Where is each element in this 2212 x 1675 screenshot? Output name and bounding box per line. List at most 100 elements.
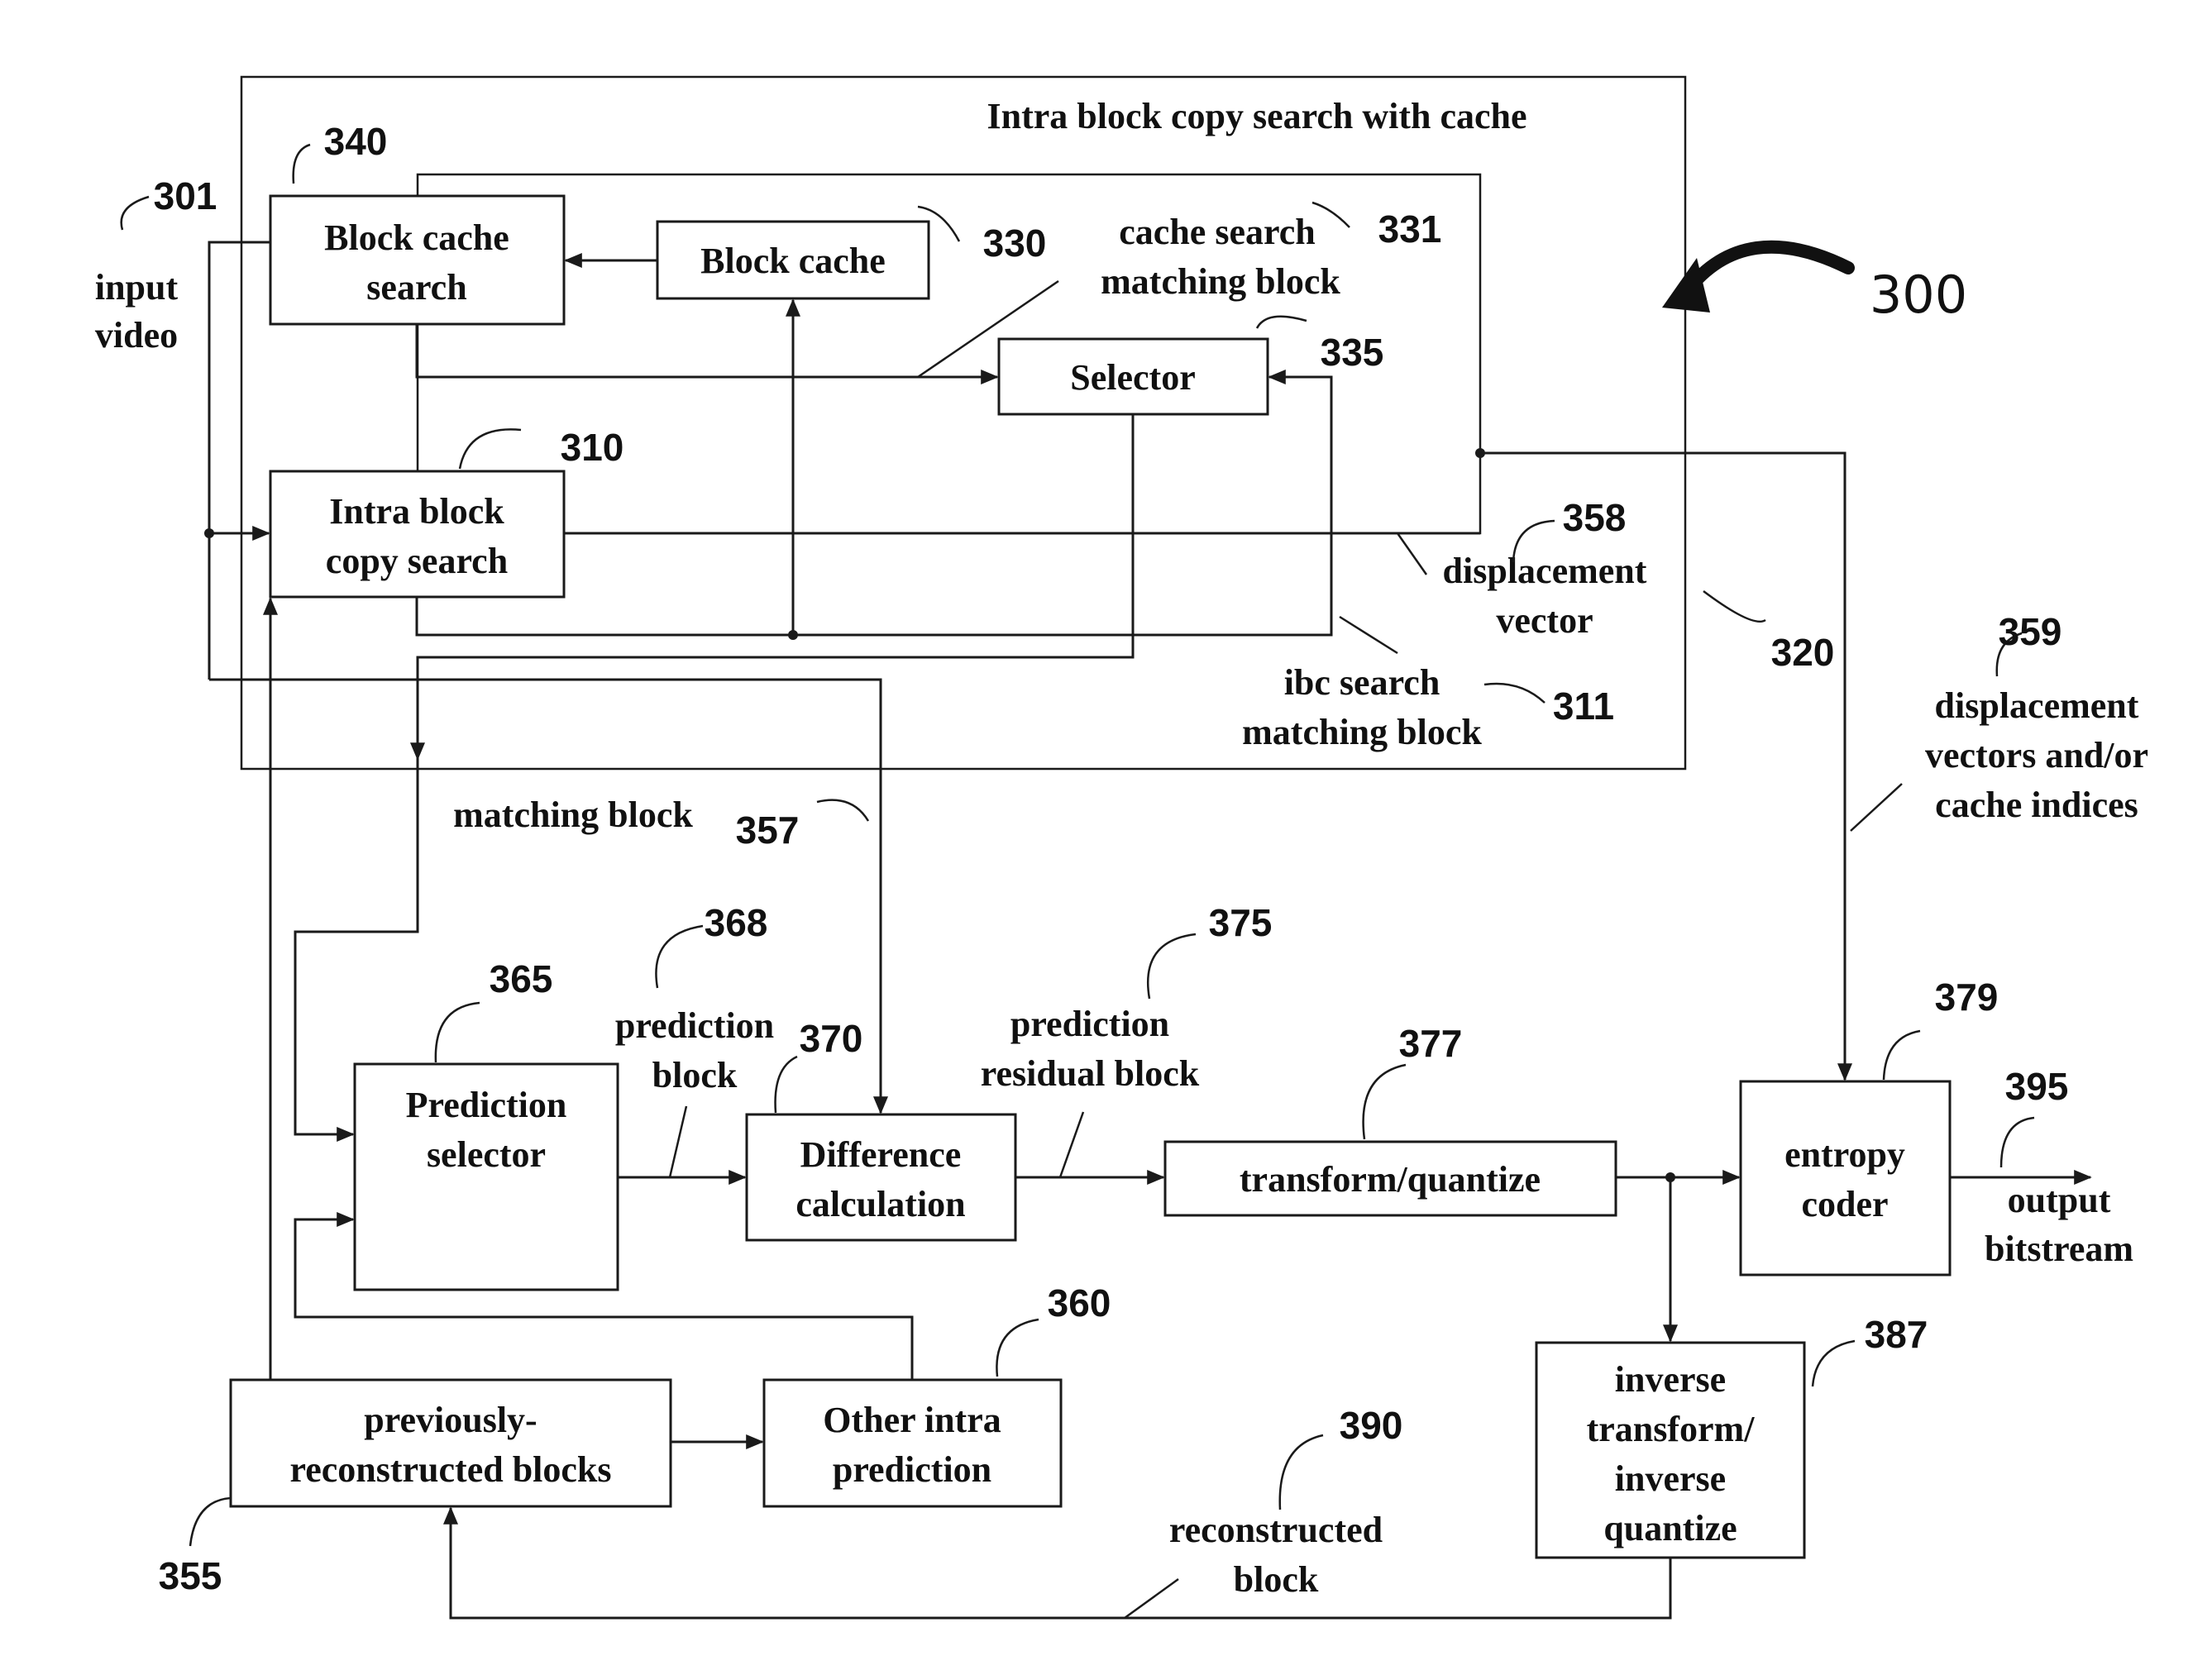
output-bitstream-label-1: output: [2008, 1180, 2111, 1220]
entropy-coder-label-1: entropy: [1784, 1134, 1905, 1175]
ref-330: 330: [983, 222, 1047, 265]
inverse-transform-label-1: inverse: [1615, 1359, 1726, 1400]
outer-frame-title: Intra block copy search with cache: [987, 96, 1526, 136]
block-cache-search-label-1: Block cache: [324, 217, 509, 258]
ref-370: 370: [800, 1017, 863, 1060]
output-bitstream-label-2: bitstream: [1985, 1229, 2133, 1269]
figure-pointer-arrow: [1687, 247, 1848, 291]
ibc-search-leader: [1340, 617, 1397, 653]
input-video-to-difference-arrow: [209, 680, 881, 1113]
ref-301-curve: [122, 197, 149, 230]
ref-360-curve: [996, 1319, 1039, 1377]
cache-search-matching-block-label-1: cache search: [1119, 212, 1315, 252]
ref-375: 375: [1209, 901, 1273, 944]
prediction-residual-label-2: residual block: [981, 1053, 1200, 1094]
ref-355: 355: [159, 1554, 222, 1597]
inverse-transform-label-3: inverse: [1615, 1458, 1726, 1499]
intra-block-copy-search-label-1: Intra block: [329, 491, 504, 532]
ref-358: 358: [1563, 496, 1627, 539]
displacement-vector-label-2: vector: [1496, 600, 1593, 641]
reconstructed-block-feedback-arrow: [451, 1508, 1670, 1618]
entropy-coder-box: [1741, 1081, 1950, 1275]
ref-368: 368: [705, 901, 768, 944]
other-intra-prediction-label-1: Other intra: [823, 1400, 1001, 1440]
prediction-selector-label-1: Prediction: [406, 1085, 567, 1125]
cache-search-to-selector-arrow: [417, 324, 997, 377]
ref-355-curve: [190, 1498, 231, 1546]
prediction-selector-label-2: selector: [427, 1134, 546, 1175]
ref-301: 301: [154, 174, 217, 217]
reconstructed-block-label-2: block: [1234, 1559, 1319, 1600]
previously-reconstructed-label-2: reconstructed blocks: [289, 1449, 611, 1490]
ref-320: 320: [1771, 631, 1835, 674]
ref-370-curve: [776, 1057, 797, 1113]
ref-375-curve: [1148, 934, 1196, 999]
input-video-junction: [204, 528, 214, 538]
input-video-label-1: input: [95, 267, 179, 308]
inverse-transform-label-2: transform/: [1587, 1409, 1756, 1449]
intra-block-copy-search-label-2: copy search: [326, 541, 508, 581]
previously-reconstructed-label-1: previously-: [364, 1400, 537, 1440]
reconstructed-block-label-1: reconstructed: [1169, 1510, 1383, 1550]
reconstructed-block-leader: [1125, 1579, 1178, 1618]
ibc-search-matching-block-label-1: ibc search: [1284, 662, 1440, 703]
ref-359: 359: [1999, 610, 2062, 653]
transform-output-junction: [1665, 1172, 1675, 1182]
inverse-transform-label-4: quantize: [1603, 1508, 1737, 1549]
ref-357-curve: [817, 800, 868, 821]
ref-377-curve: [1364, 1065, 1406, 1139]
ref-360: 360: [1048, 1281, 1111, 1324]
displacement-vectors-label-3: cache indices: [1935, 785, 2138, 825]
displacement-vector-label-1: displacement: [1443, 551, 1647, 591]
ref-387-curve: [1813, 1341, 1855, 1386]
ref-390-curve: [1280, 1435, 1323, 1510]
outer-frame-320: [241, 77, 1685, 769]
ref-331: 331: [1378, 208, 1442, 251]
ref-310: 310: [561, 426, 624, 469]
displacement-vectors-leader: [1851, 784, 1902, 831]
ref-335-curve: [1257, 317, 1307, 328]
prediction-block-leader: [670, 1106, 686, 1177]
block-cache-label: Block cache: [700, 241, 886, 281]
figure-label-300: 300: [1870, 265, 1967, 325]
input-video-label-2: video: [95, 315, 178, 356]
outer-frame-leader: [1703, 591, 1765, 622]
ref-390: 390: [1340, 1404, 1403, 1447]
displacement-vectors-label-1: displacement: [1935, 685, 2139, 726]
displacement-junction: [1475, 448, 1485, 458]
prediction-block-label-2: block: [652, 1055, 738, 1095]
ref-379-curve: [1884, 1031, 1920, 1080]
ref-311: 311: [1553, 685, 1614, 728]
block-cache-search-label-2: search: [366, 267, 466, 308]
difference-calculation-label-1: Difference: [800, 1134, 962, 1175]
displacement-to-entropy-coder-arrow: [1480, 453, 1845, 1080]
ref-365-curve: [436, 1003, 480, 1062]
matching-block-label: matching block: [453, 795, 693, 835]
ref-395: 395: [2005, 1065, 2069, 1108]
ref-368-curve: [656, 926, 703, 988]
displacement-vector-leader: [1397, 533, 1426, 575]
difference-calculation-label-2: calculation: [795, 1184, 965, 1224]
ref-311-curve: [1484, 684, 1545, 703]
input-video-to-cache-search-line: [209, 242, 270, 680]
prediction-block-label-1: prediction: [615, 1005, 774, 1046]
cache-search-matching-block-label-2: matching block: [1101, 261, 1340, 302]
selector-label: Selector: [1070, 357, 1195, 398]
ref-340-curve: [294, 145, 310, 184]
ref-379: 379: [1935, 976, 1999, 1019]
entropy-coder-label-2: coder: [1801, 1184, 1888, 1224]
prediction-residual-leader: [1060, 1112, 1083, 1177]
ref-331-curve: [1312, 203, 1350, 227]
ref-377: 377: [1399, 1022, 1463, 1065]
ibc-bus-junction: [788, 630, 798, 640]
displacement-vectors-label-2: vectors and/or: [1925, 735, 2148, 775]
ref-365: 365: [490, 957, 553, 1000]
ref-387: 387: [1865, 1313, 1928, 1356]
ref-395-curve: [2001, 1118, 2034, 1167]
ref-335: 335: [1321, 331, 1384, 374]
ref-310-curve: [460, 429, 521, 469]
ref-340: 340: [324, 120, 388, 163]
other-intra-prediction-label-2: prediction: [833, 1449, 991, 1490]
prediction-residual-label-1: prediction: [1010, 1004, 1169, 1044]
